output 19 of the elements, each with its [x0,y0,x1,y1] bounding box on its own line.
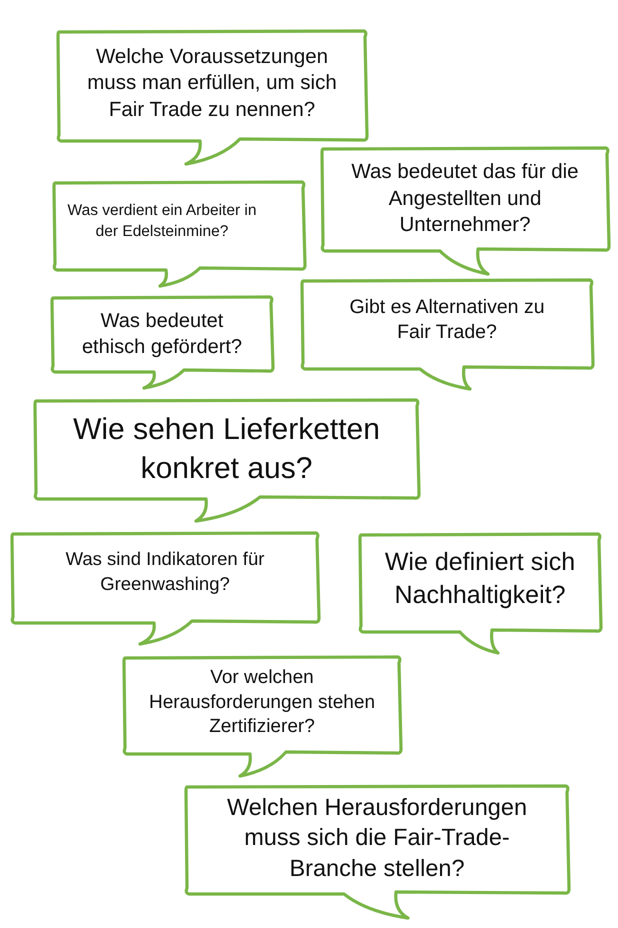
question-text: Welchen Herausforderungen muss sich die Fair-Trade-Branche stellen? [226,792,528,883]
question-text: Vor welchen Herausforderungen stehen Zertifizierer? [148,666,376,740]
question-text: Was verdient ein Arbeiter in der Edelsteinmine? [66,201,258,242]
speech-bubble [32,397,421,524]
question-text: Wie sehen Lieferketten konkret aus? [72,412,381,487]
speech-bubble [51,179,307,289]
question-text: Was sind Indikatoren für Greenwashing? [64,547,266,596]
speech-bubble [183,783,571,921]
speech-bubble [299,277,595,392]
question-text: Was bedeutet ethisch gefördert? [80,309,244,360]
speech-bubble [357,531,603,656]
question-text: Welche Voraussetzungen muss man erfüllen, um sich Fair Trade zu nennen? [86,44,338,123]
speech-bubble [9,530,321,647]
question-text: Gibt es Alternativen zu Fair Trade? [348,294,546,345]
speech-bubble [49,294,275,391]
question-text: Was bedeutet das für die Angestellten und Unternehmer? [350,159,580,238]
question-text: Wie definiert sich Nachhaltigkeit? [384,547,576,610]
speech-bubble [121,654,403,779]
speech-bubble [319,145,611,277]
